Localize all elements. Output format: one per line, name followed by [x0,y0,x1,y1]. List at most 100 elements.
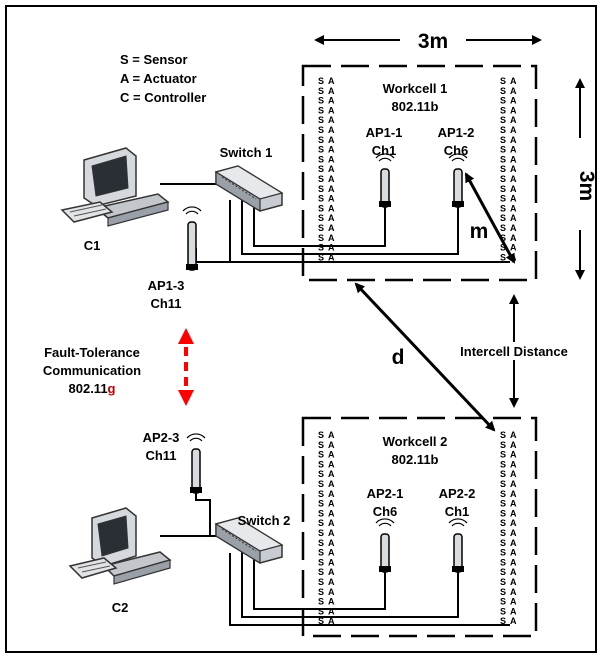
sensor-letter: S [500,508,506,518]
switch2-label: Switch 2 [238,513,291,528]
sensor-letter: S [500,440,506,450]
actuator-letter: A [510,528,517,538]
actuator-letter: A [510,184,517,194]
sensor-letter: S [500,548,506,558]
sensor-letter: S [500,450,506,460]
controller1-label: C1 [84,238,101,253]
sensor-letter: S [318,489,324,499]
legend-controller: C = Controller [120,90,206,105]
ap23-name: AP2-3 [143,430,180,445]
actuator-letter: A [510,115,517,125]
ap21-channel: Ch6 [373,504,398,519]
sensor-letter: S [500,223,506,233]
outer-frame [5,5,597,653]
sensor-letter: S [318,459,324,469]
actuator-letter: A [328,243,335,253]
sensor-letter: S [318,194,324,204]
actuator-letter: A [510,430,517,440]
sensor-letter: S [500,538,506,548]
intercell-distance-label: Intercell Distance [460,344,568,359]
sensor-letter: S [318,115,324,125]
sensor-letter: S [500,125,506,135]
ap13-antenna-icon [182,206,202,271]
actuator-letter: A [510,135,517,145]
sensor-letter: S [500,135,506,145]
fault-tolerance-standard-suffix: g [108,381,116,396]
actuator-letter: A [328,174,335,184]
actuator-letter: A [510,243,517,253]
actuator-letter: A [510,154,517,164]
fault-tolerance-standard: 802.11g [69,381,116,396]
diagonal-distance-arrow [354,282,496,432]
actuator-letter: A [510,174,517,184]
sensor-letter: S [318,96,324,106]
sensor-letter: S [318,125,324,135]
sensor-letter: S [500,518,506,528]
actuator-letter: A [510,164,517,174]
actuator-letter: A [328,145,335,155]
sensor-letter: S [318,499,324,509]
actuator-letter: A [510,518,517,528]
sensor-letter: S [500,469,506,479]
actuator-letter: A [328,469,335,479]
workcell2-standard: 802.11b [392,452,439,467]
actuator-letter: A [510,459,517,469]
sensor-letter: S [318,567,324,577]
actuator-letter: A [328,164,335,174]
sensor-letter: S [500,430,506,440]
sensor-letter: S [500,567,506,577]
actuator-letter: A [328,96,335,106]
actuator-letter: A [510,616,517,626]
sensor-letter: S [318,606,324,616]
sensor-letter: S [318,203,324,213]
sensor-letter: S [500,145,506,155]
actuator-letter: A [328,194,335,204]
actuator-letter: A [328,440,335,450]
switch1-icon [214,165,284,213]
ap11-antenna-icon [375,153,395,208]
sensor-letter: S [318,469,324,479]
actuator-letter: A [510,145,517,155]
sensor-letter: S [318,548,324,558]
sensor-letter: S [500,616,506,626]
ap22-name: AP2-2 [439,486,476,501]
sensor-letter: S [318,76,324,86]
legend-sensor: S = Sensor [120,52,188,67]
actuator-letter: A [328,76,335,86]
sensor-letter: S [500,459,506,469]
workcell1-boundary [301,64,538,282]
actuator-letter: A [328,606,335,616]
actuator-letter: A [510,508,517,518]
sensor-letter: S [318,430,324,440]
sensor-letter: S [318,233,324,243]
sensor-letter: S [500,528,506,538]
sensor-letter: S [318,184,324,194]
switch2-icon [214,517,284,565]
actuator-letter: A [328,203,335,213]
sensor-letter: S [318,174,324,184]
ap21-antenna-icon [375,518,395,573]
actuator-letter: A [328,450,335,460]
actuator-letter: A [328,105,335,115]
sensor-letter: S [500,587,506,597]
sensor-letter: S [500,76,506,86]
actuator-letter: A [510,606,517,616]
fault-tolerance-line2: Communication [43,363,141,378]
ap12-antenna-icon [448,153,468,208]
actuator-letter: A [510,213,517,223]
sensor-letter: S [500,252,506,262]
sensor-letter: S [500,489,506,499]
sensor-letter: S [500,96,506,106]
sensor-letter: S [318,135,324,145]
actuator-letter: A [328,587,335,597]
ap13-channel: Ch11 [150,296,181,311]
actuator-letter: A [510,223,517,233]
actuator-letter: A [328,479,335,489]
sensor-letter: S [318,440,324,450]
workcell1-standard: 802.11b [392,99,439,114]
sensor-letter: S [500,203,506,213]
actuator-letter: A [328,125,335,135]
actuator-letter: A [328,528,335,538]
actuator-letter: A [510,86,517,96]
